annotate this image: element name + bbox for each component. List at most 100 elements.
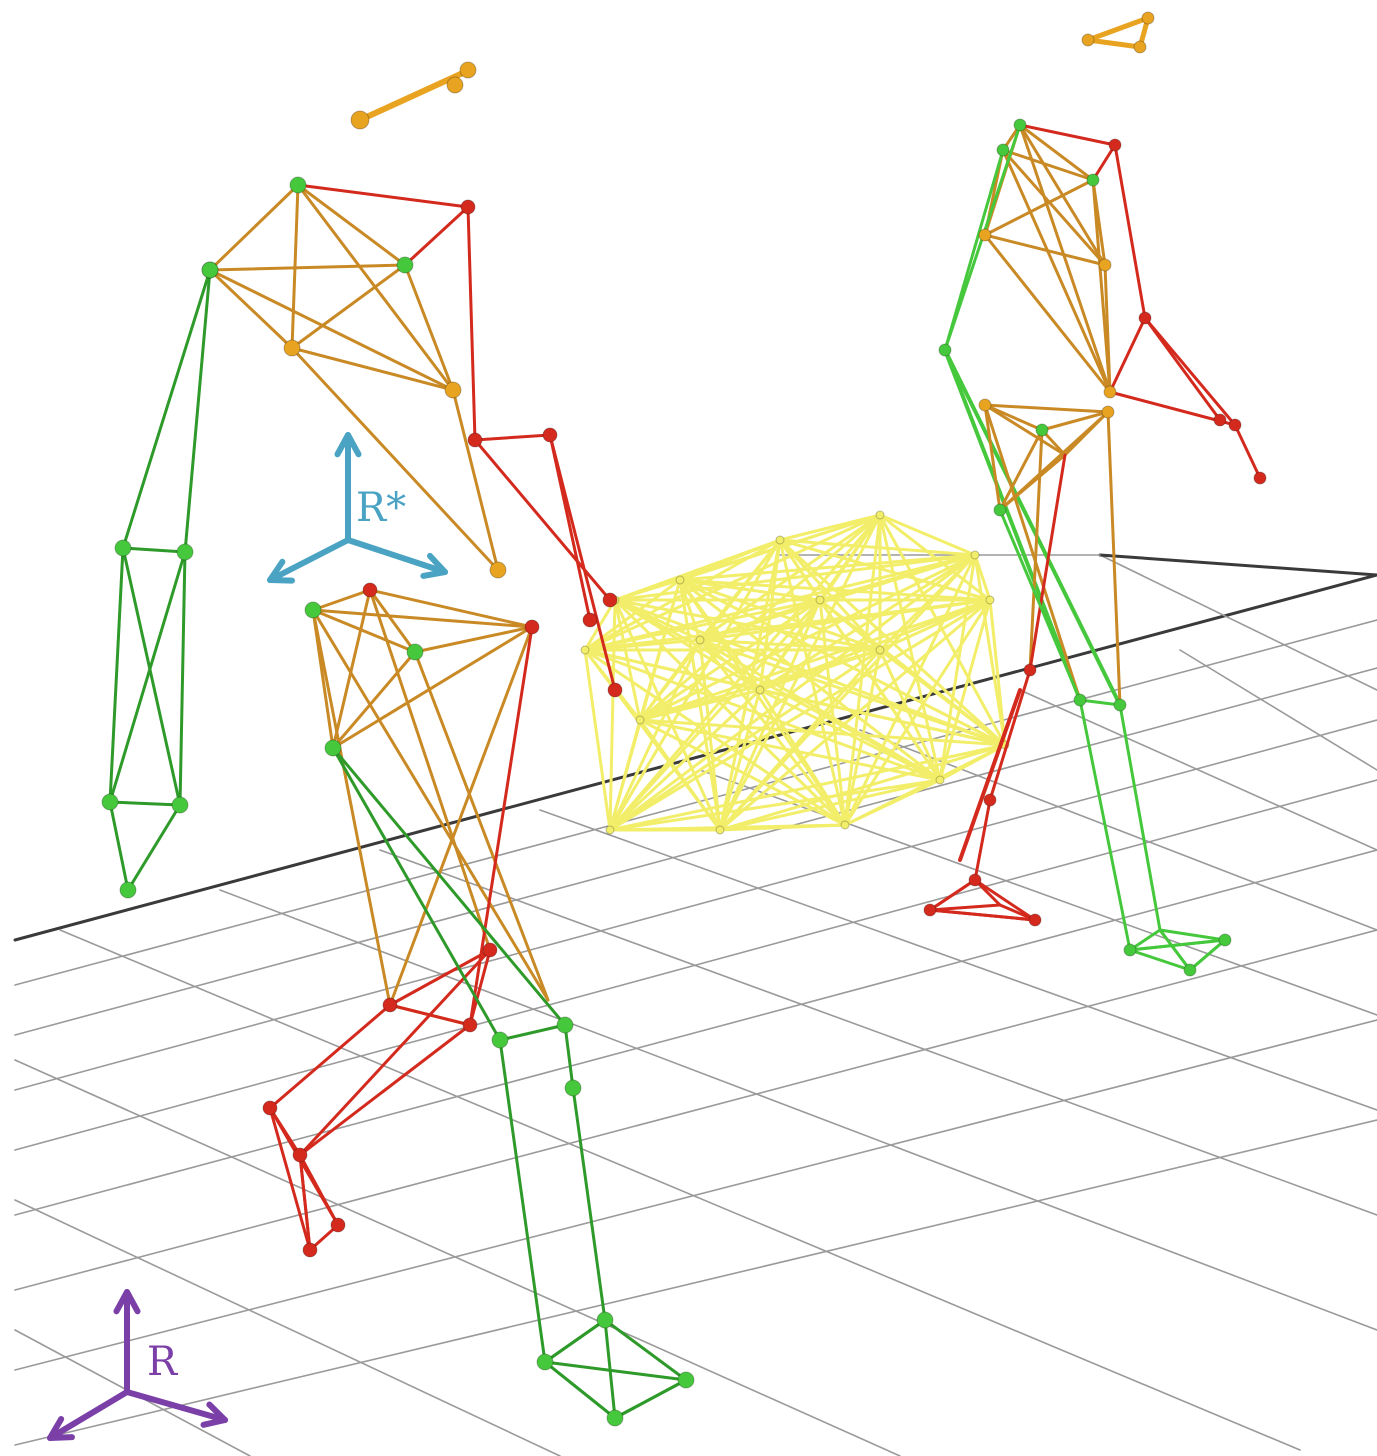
bone-segment <box>698 638 882 652</box>
bone-segment <box>998 453 1067 512</box>
marker-joint <box>1028 913 1042 927</box>
head-segment <box>357 69 468 123</box>
marker-joint <box>489 561 507 579</box>
bone-segment <box>368 588 417 654</box>
bone-segment <box>608 598 822 832</box>
bone-segment <box>698 538 782 642</box>
bone-segment <box>1158 928 1227 942</box>
bone-segment <box>331 650 417 750</box>
bone-segment <box>473 438 612 602</box>
bone-segment <box>1158 928 1192 972</box>
object-marker <box>840 820 850 830</box>
bone-segment <box>938 553 977 782</box>
bone-segment <box>183 268 212 554</box>
bone-segment <box>718 598 992 832</box>
bone-segment <box>1128 928 1162 952</box>
bone-segment <box>543 1318 607 1364</box>
marker-joint <box>482 942 498 958</box>
bone-segment <box>121 546 182 807</box>
bone-segment <box>718 648 882 832</box>
bone-segment <box>758 538 782 692</box>
bone-segment <box>498 1023 567 1042</box>
marker-joint <box>1133 40 1147 54</box>
marker-joint <box>283 339 301 357</box>
bone-segment <box>473 433 552 442</box>
frame-arrowhead <box>200 1401 228 1428</box>
grid-line <box>539 809 1377 1111</box>
bone-segment <box>678 553 977 582</box>
bone-segment <box>928 903 1002 912</box>
bone-segment <box>1001 148 1095 182</box>
frame-arrowhead <box>334 432 362 458</box>
marker-joint <box>1101 405 1115 419</box>
marker-joint <box>362 582 378 598</box>
bone-segment <box>878 648 942 782</box>
bone-segment <box>843 778 942 827</box>
bone-segment <box>983 178 1095 237</box>
marker-joint <box>382 997 398 1013</box>
bone-segment <box>296 183 470 209</box>
bone-segment <box>638 638 702 722</box>
bone-segment <box>878 598 992 652</box>
bone-segment <box>698 598 822 642</box>
bone-segment <box>290 346 455 392</box>
marker-joint <box>607 682 623 698</box>
object-marker <box>605 825 615 835</box>
bone-segment <box>108 550 187 804</box>
bone-segment <box>1018 123 1112 394</box>
marker-joint <box>396 256 414 274</box>
bone-segment <box>718 538 782 832</box>
bone-segment <box>1063 410 1110 457</box>
marker-joint <box>467 432 483 448</box>
bone-segment <box>613 598 702 642</box>
bone-segment <box>1143 316 1237 427</box>
bone-segment <box>1001 148 1107 267</box>
bone-segment <box>638 598 822 722</box>
bone-segment <box>608 718 642 832</box>
bone-segment <box>928 878 977 912</box>
grid-edge <box>1098 553 1377 577</box>
bone-segment <box>718 688 762 832</box>
bone-segment <box>1001 148 1112 394</box>
bone-segment <box>638 553 977 722</box>
frame-axis <box>124 1389 228 1423</box>
bone-segment <box>1103 263 1112 394</box>
bone-segment <box>403 205 470 267</box>
object-marker <box>935 775 945 785</box>
bone-segment <box>983 233 1112 394</box>
bone-segment <box>1128 948 1192 972</box>
bone-segment <box>1018 123 1095 182</box>
bone-segment <box>998 428 1044 512</box>
bone-segment <box>583 598 617 652</box>
marker-joint <box>1228 418 1242 432</box>
bone-segment <box>403 263 455 392</box>
grid-line <box>14 719 1377 1091</box>
marker-joint <box>201 261 219 279</box>
bone-segment <box>938 598 992 782</box>
object-marker <box>775 535 785 545</box>
bone-segment <box>1091 143 1117 182</box>
bone-segment <box>331 746 567 1027</box>
frame-arrowhead <box>47 1416 75 1441</box>
bone-segment <box>298 948 492 1157</box>
bone-segment <box>818 598 942 782</box>
bone-segment <box>468 948 492 1027</box>
marker-joint <box>1023 663 1037 677</box>
object-marker <box>970 550 980 560</box>
grid-line <box>14 929 1377 1291</box>
bone-segment <box>548 433 617 692</box>
bone-segment <box>268 1003 392 1110</box>
marker-joint <box>462 1017 478 1033</box>
bone-segment <box>603 1318 617 1420</box>
bone-segment <box>1108 316 1147 394</box>
marker-joint <box>978 398 992 412</box>
bone-segment <box>758 648 882 692</box>
frame-arrowhead <box>267 558 295 584</box>
bone-segment <box>311 608 534 629</box>
marker-joint <box>1098 258 1112 272</box>
bone-segment <box>563 1023 575 1090</box>
object-marker <box>985 595 995 605</box>
bone-segment <box>998 903 1037 922</box>
marker-joint <box>304 601 322 619</box>
